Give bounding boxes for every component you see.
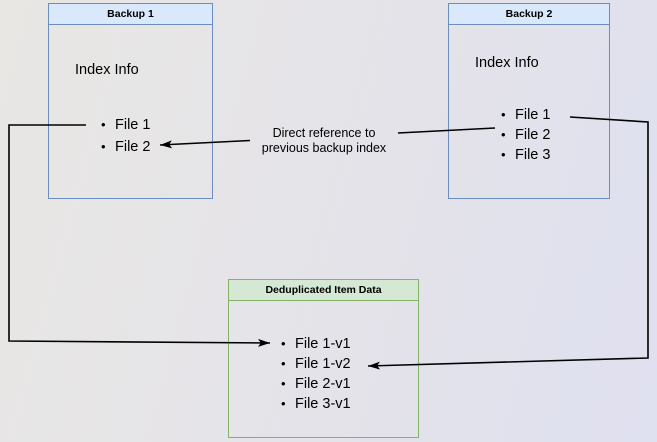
list-item: • File 3: [501, 145, 550, 165]
list-item: • File 1-v2: [281, 354, 351, 374]
bullet-icon: •: [101, 117, 106, 132]
direct-reference-label-line1: Direct reference to: [272, 126, 376, 140]
list-item: • File 1: [501, 105, 550, 125]
file-version-label: File 1-v2: [295, 356, 351, 372]
backup2-index-info-label: Index Info: [475, 55, 539, 71]
bullet-icon: •: [101, 139, 106, 154]
bullet-icon: •: [501, 147, 506, 162]
list-item: • File 1: [101, 114, 150, 136]
file-version-label: File 3-v1: [295, 396, 351, 412]
dedup-item-list: • File 1-v1 • File 1-v2 • File 2-v1 • Fi…: [281, 334, 351, 414]
bullet-icon: •: [501, 127, 506, 142]
direct-reference-label-line2: previous backup index: [261, 141, 387, 155]
backup1-title: Backup 1: [49, 4, 212, 25]
backup1-file-list: • File 1 • File 2: [101, 114, 150, 158]
list-item: • File 2: [101, 136, 150, 158]
list-item: • File 2: [501, 125, 550, 145]
file-label: File 1: [115, 117, 151, 133]
backup2-title: Backup 2: [449, 4, 609, 25]
file-version-label: File 1-v1: [295, 336, 351, 352]
list-item: • File 1-v1: [281, 334, 351, 354]
backup2-file-list: • File 1 • File 2 • File 3: [501, 105, 550, 165]
dedup-title: Deduplicated Item Data: [229, 280, 418, 301]
deduplicated-item-data-box: Deduplicated Item Data • File 1-v1 • Fil…: [228, 279, 419, 438]
file-version-label: File 2-v1: [295, 376, 351, 392]
backup2-box: Backup 2 Index Info • File 1 • File 2 • …: [448, 3, 610, 199]
bullet-icon: •: [281, 396, 286, 411]
list-item: • File 3-v1: [281, 394, 351, 414]
backup1-box: Backup 1 Index Info • File 1 • File 2: [48, 3, 213, 199]
file-label: File 1: [515, 107, 551, 123]
bullet-icon: •: [281, 336, 286, 351]
file-label: File 2: [115, 139, 151, 155]
bullet-icon: •: [501, 107, 506, 122]
list-item: • File 2-v1: [281, 374, 351, 394]
bullet-icon: •: [281, 356, 286, 371]
bullet-icon: •: [281, 376, 286, 391]
file-label: File 2: [515, 127, 551, 143]
backup1-index-info-label: Index Info: [75, 62, 139, 78]
direct-reference-label: Direct reference to previous backup inde…: [240, 126, 408, 156]
file-label: File 3: [515, 147, 551, 163]
